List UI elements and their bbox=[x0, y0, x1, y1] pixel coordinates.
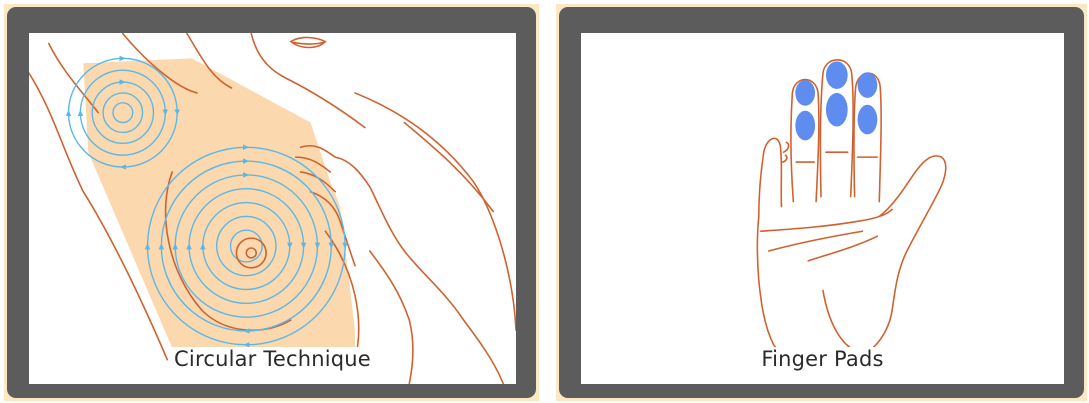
panel-frame: Finger Pads bbox=[559, 7, 1084, 398]
finger-pad-index-top bbox=[795, 80, 815, 106]
finger-pad-ring-bottom bbox=[858, 105, 878, 135]
shoulder-outline bbox=[355, 93, 516, 330]
finger-pad-index-bottom bbox=[795, 111, 815, 141]
panel-caption: Finger Pads bbox=[581, 347, 1064, 371]
finger-pad-middle-top bbox=[826, 61, 848, 89]
hand-outline bbox=[757, 60, 945, 361]
finger-pads bbox=[795, 61, 877, 140]
finger-pad-middle-bottom bbox=[826, 93, 848, 127]
illustration-screen: Circular Technique bbox=[29, 33, 516, 384]
illustration-screen: Finger Pads bbox=[581, 33, 1064, 384]
panel-frame: Circular Technique bbox=[7, 7, 536, 398]
finger-pad-ring-top bbox=[858, 72, 878, 98]
circular-technique-panel: Circular Technique bbox=[4, 4, 539, 401]
circular-technique-illustration bbox=[29, 33, 516, 384]
finger-pads-panel: Finger Pads bbox=[556, 4, 1087, 401]
finger-pads-illustration bbox=[581, 33, 1064, 384]
panel-caption: Circular Technique bbox=[29, 347, 516, 371]
